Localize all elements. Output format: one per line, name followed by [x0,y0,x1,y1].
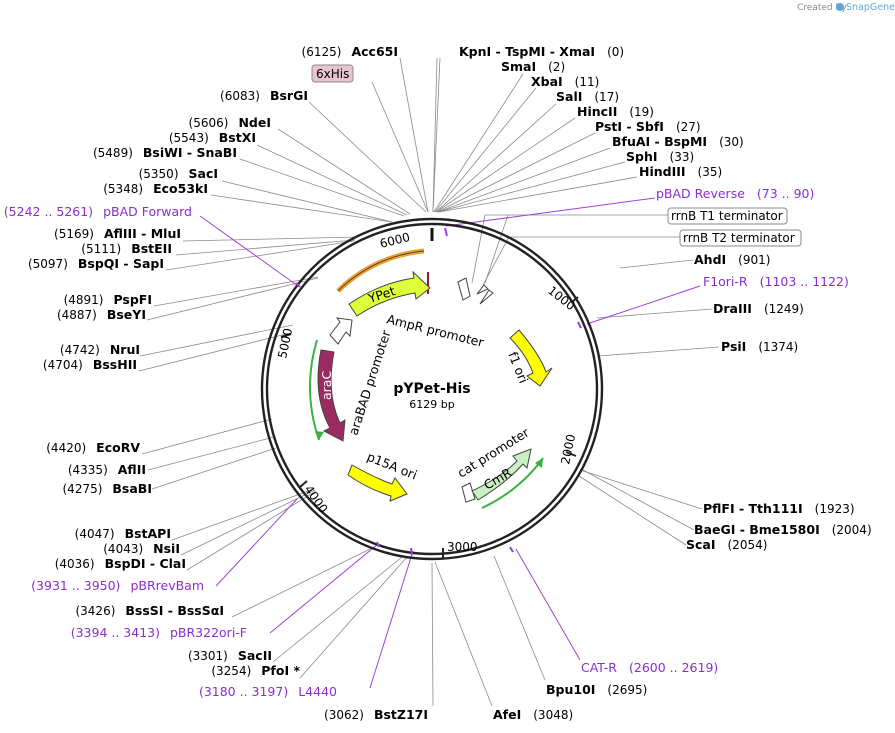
restriction-site-label: SalI(17) [556,89,619,104]
restriction-site-label: (5606)NdeI [189,115,271,130]
restriction-site-label: BaeGI - Bme1580I(2004) [694,522,872,537]
primer-label: (3931 .. 3950)pBRrevBam [31,578,204,593]
primer-label: (3180 .. 3197)L4440 [199,684,337,699]
ruler-tick-label: 6000 [378,230,411,251]
arac-direction-arc [308,339,320,441]
primer-label: F1ori-R(1103 .. 1122) [703,274,849,289]
ruler-tick-label: 5000 [275,327,295,360]
primer-label: pBAD Reverse(73 .. 90) [656,186,814,201]
primer-label: (5242 .. 5261)pBAD Forward [4,204,192,219]
restriction-site-label: PsiI(1374) [721,339,798,354]
his-tag-box [311,64,354,83]
plasmid-name: pYPet-His [393,381,470,397]
terminator-t1-box [667,207,788,225]
terminator-t2-box [679,229,802,247]
restriction-site-label: (6083)BsrGI [220,88,308,103]
restriction-site-label: (5111)BstEII [81,241,172,256]
restriction-site-label: (4335)AflII [68,462,146,477]
restriction-site-label: XbaI(11) [531,74,599,89]
cat-promoter-marker [461,482,476,503]
feature-f1-ori [509,329,553,387]
restriction-site-label: HindIII(35) [639,164,722,179]
restriction-site-label: (5489)BsiWI - SnaBI [93,145,237,160]
restriction-site-label: (5097)BspQI - SapI [28,256,164,271]
restriction-site-label: (3301)SacII [188,648,272,663]
backbone-outer [260,217,604,561]
arac-direction-arrowhead [315,431,324,440]
restriction-site-label: (4891)PspFI [64,292,152,307]
restriction-site-label: (5169)AflIII - MluI [54,226,181,241]
terminator-t2-label: rrnB T2 terminator [683,231,795,245]
boxed-feature-labels: rrnB T1 terminator rrnB T2 terminator 6x… [311,64,802,247]
restriction-site-label: HincII(19) [577,104,654,119]
plasmid-size: 6129 bp [409,398,454,411]
restriction-site-label: DraIII(1249) [713,301,804,316]
watermark-prefix: Created by [797,3,847,13]
restriction-site-label: (6125)Acc65I [302,44,398,59]
restriction-site-label: PstI - SbfI(27) [595,119,701,134]
ruler-tick-label: 2000 [558,433,578,466]
restriction-site-label: Bpu10I(2695) [546,682,647,697]
restriction-site-label: (4047)BstAPI [75,526,171,541]
restriction-site-label: (4704)BssHII [43,357,137,372]
restriction-site-label: BfuAI - BspMI(30) [612,134,744,149]
his-tag-arc-outline [337,250,425,292]
restriction-site-label: AhdI(901) [694,252,770,267]
right-restriction-sites: KpnI - TspMI - XmaI(0)SmaI(2)XbaI(11)Sal… [459,44,872,722]
restriction-site-label: (4420)EcoRV [46,440,140,455]
watermark-brand: SnapGene [846,2,895,13]
ruler-tick-label: 4000 [302,483,331,516]
restriction-site-label: (4036)BspDI - ClaI [55,556,186,571]
ampr-promoter-marker [457,277,471,301]
feature-arabad-promoter [329,317,353,345]
feature-arabad-promoter-label: araBAD promoter [346,328,394,437]
restriction-site-label: (4275)BsaBI [63,481,153,496]
restriction-site-label: KpnI - TspMI - XmaI(0) [459,44,624,59]
backbone-inner [265,222,599,556]
restriction-site-label: (3254)PfoI * [211,663,300,678]
site-leader-lines [138,57,720,707]
terminator-t1-label: rrnB T1 terminator [671,209,783,223]
his-tag-label: 6xHis [316,67,349,81]
restriction-site-label: (5543)BstXI [169,130,256,145]
feature-arac [317,349,346,442]
snapgene-watermark: Created by SnapGene [797,2,895,13]
left-restriction-sites: (6125)Acc65I (6083)BsrGI (5606)NdeI(5543)B… [28,44,428,722]
restriction-site-label: (3426)BssSI - BssSαI [75,603,224,618]
primer-labels: pBAD Reverse(73 .. 90) F1ori-R(1103 .. 11… [4,186,849,699]
restriction-site-label: (4887)BseYI [57,307,146,322]
restriction-site-label: (5348)Eco53kI [103,181,208,196]
feature-ypet [348,270,431,317]
feature-ampr-promoter-label: AmpR promoter [385,311,486,350]
restriction-site-label: (3062)BstZ17I [324,707,428,722]
cmr-direction-arrowhead [535,458,543,468]
primer-label: (3394 .. 3413)pBR322ori-F [71,625,247,640]
restriction-site-label: SphI(33) [626,149,694,164]
backbone-marks [427,228,434,294]
restriction-site-label: PflFI - Tth111I(1923) [703,501,855,516]
restriction-site-label: AfeI(3048) [493,707,573,722]
restriction-site-label: (4043)NsiI [103,541,180,556]
restriction-site-label: ScaI(2054) [686,537,767,552]
restriction-site-label: (4742)NruI [60,342,140,357]
primer-marks [295,227,582,556]
feature-cmr [471,448,532,501]
feature-arac-label: araC [319,371,334,400]
feature-p15a-ori [347,464,408,502]
primer-leader-lines [199,197,701,689]
ruler-tick-label: 3000 [447,540,478,554]
restriction-site-label: (5350)SacI [139,166,218,181]
primer-label: CAT-R(2600 .. 2619) [581,660,718,675]
snapgene-logo-icon [836,3,844,11]
restriction-site-label: SmaI(2) [501,59,565,74]
terminator-markers [476,284,494,305]
